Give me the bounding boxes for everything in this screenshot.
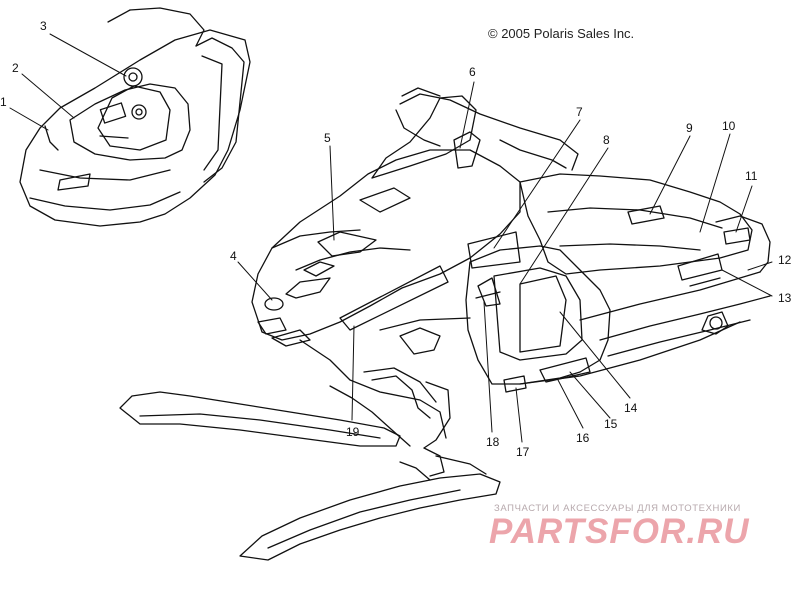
callout-9: 9 <box>686 121 693 135</box>
watermark-brand: PARTSFOR.RU <box>489 512 750 551</box>
watermark-tagline: ЗАПЧАСТИ И АКСЕССУАРЫ ДЛЯ МОТОТЕХНИКИ <box>494 503 741 514</box>
snowmobile-body <box>119 87 771 561</box>
callout-7: 7 <box>576 105 583 119</box>
copyright-notice: © 2005 Polaris Sales Inc. <box>488 26 635 41</box>
callout-17: 17 <box>516 445 530 459</box>
callout-10: 10 <box>722 119 736 133</box>
hood-console-inset <box>19 7 251 227</box>
callout-1: 1 <box>0 95 7 109</box>
callout-12: 12 <box>778 253 792 267</box>
callout-6: 6 <box>469 65 476 79</box>
leader-lines <box>9 33 773 443</box>
callout-8: 8 <box>603 133 610 147</box>
callout-numbers: 1 2 3 4 5 6 7 8 9 10 11 12 13 14 15 16 1… <box>0 19 792 459</box>
callout-19: 19 <box>346 425 360 439</box>
callout-14: 14 <box>624 401 638 415</box>
callout-13: 13 <box>778 291 792 305</box>
callout-3: 3 <box>40 19 47 33</box>
callout-15: 15 <box>604 417 618 431</box>
callout-16: 16 <box>576 431 590 445</box>
callout-18: 18 <box>486 435 500 449</box>
callout-5: 5 <box>324 131 331 145</box>
callout-2: 2 <box>12 61 19 75</box>
callout-4: 4 <box>230 249 237 263</box>
callout-11: 11 <box>745 169 758 183</box>
